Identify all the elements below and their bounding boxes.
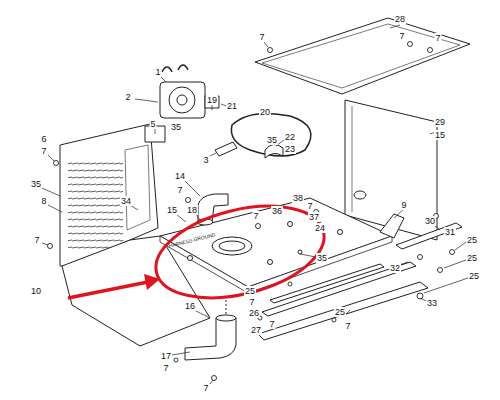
callout-number: 6 bbox=[40, 134, 47, 144]
callout-number: 18 bbox=[186, 205, 198, 215]
callout-number: 24 bbox=[314, 223, 326, 233]
callout-number: 7 bbox=[398, 31, 405, 41]
callout-number: 23 bbox=[284, 144, 296, 154]
callout-number: 15 bbox=[434, 130, 446, 140]
clamp bbox=[265, 144, 283, 158]
callout-number: 26 bbox=[248, 308, 260, 318]
callout-number: 35 bbox=[30, 179, 42, 189]
callout-number: 8 bbox=[40, 196, 47, 206]
callout-number: 10 bbox=[30, 286, 42, 296]
callout-number: 5 bbox=[149, 119, 156, 129]
callout-number: 7 bbox=[434, 33, 441, 43]
clip bbox=[215, 142, 237, 156]
callout-number: 35 bbox=[266, 135, 278, 145]
callout-number: 22 bbox=[284, 132, 296, 142]
callout-number: 25 bbox=[466, 235, 478, 245]
callout-number: 25 bbox=[466, 253, 478, 263]
highlight-ellipse bbox=[146, 190, 333, 313]
bracket bbox=[380, 214, 404, 238]
callout-number: 34 bbox=[120, 196, 132, 206]
callout-number: 25 bbox=[468, 271, 480, 281]
clips bbox=[162, 65, 188, 72]
callout-number: 7 bbox=[176, 185, 183, 195]
callout-number: 7 bbox=[252, 211, 259, 221]
rail bbox=[262, 262, 416, 316]
rail bbox=[270, 264, 384, 303]
callout-number: 33 bbox=[426, 298, 438, 308]
callout-number: 14 bbox=[174, 171, 186, 181]
top-panel bbox=[255, 18, 470, 94]
leader-lines bbox=[42, 25, 468, 384]
callout-number: 35 bbox=[316, 253, 328, 263]
callout-number: 15 bbox=[166, 205, 178, 215]
callout-number: 16 bbox=[184, 301, 196, 311]
callout-number: 7 bbox=[248, 297, 255, 307]
callout-number: 35 bbox=[170, 122, 182, 132]
rail bbox=[396, 223, 462, 249]
callout-number: 38 bbox=[292, 193, 304, 203]
callout-number: 36 bbox=[271, 206, 283, 216]
callout-number: 19 bbox=[206, 95, 218, 105]
callout-number: 3 bbox=[202, 155, 209, 165]
callout-number: 7 bbox=[258, 32, 265, 42]
callout-number: 7 bbox=[306, 201, 313, 211]
callout-number: 7 bbox=[202, 383, 209, 393]
callout-number: 27 bbox=[250, 325, 262, 335]
side-panel bbox=[345, 100, 437, 240]
callout-number: 7 bbox=[344, 321, 351, 331]
callout-number: 7 bbox=[40, 146, 47, 156]
drain-elbow bbox=[185, 318, 236, 360]
highlight-arrow bbox=[68, 274, 160, 298]
callout-number: 7 bbox=[268, 319, 275, 329]
callout-number: 25 bbox=[244, 286, 256, 296]
part-marking: HARNESS GROUND bbox=[167, 231, 217, 249]
callout-number: 17 bbox=[160, 351, 172, 361]
callout-number: 9 bbox=[400, 200, 407, 210]
callout-number: 31 bbox=[444, 227, 456, 237]
callout-number: 20 bbox=[259, 107, 271, 117]
callout-number: 32 bbox=[389, 263, 401, 273]
callout-number: 30 bbox=[424, 216, 436, 226]
callout-number: 28 bbox=[394, 14, 406, 24]
callout-number: 2 bbox=[124, 92, 131, 102]
callout-number: 29 bbox=[434, 117, 446, 127]
drain-hole bbox=[212, 237, 252, 255]
panel-hole bbox=[354, 191, 366, 199]
rail bbox=[258, 282, 428, 340]
callout-number: 7 bbox=[162, 363, 169, 373]
callout-number: 37 bbox=[308, 212, 320, 222]
callout-number: 21 bbox=[226, 101, 238, 111]
callout-number: 1 bbox=[154, 67, 161, 77]
callout-number: 7 bbox=[33, 235, 40, 245]
pump-motor bbox=[160, 82, 205, 118]
callout-number: 25 bbox=[334, 307, 346, 317]
